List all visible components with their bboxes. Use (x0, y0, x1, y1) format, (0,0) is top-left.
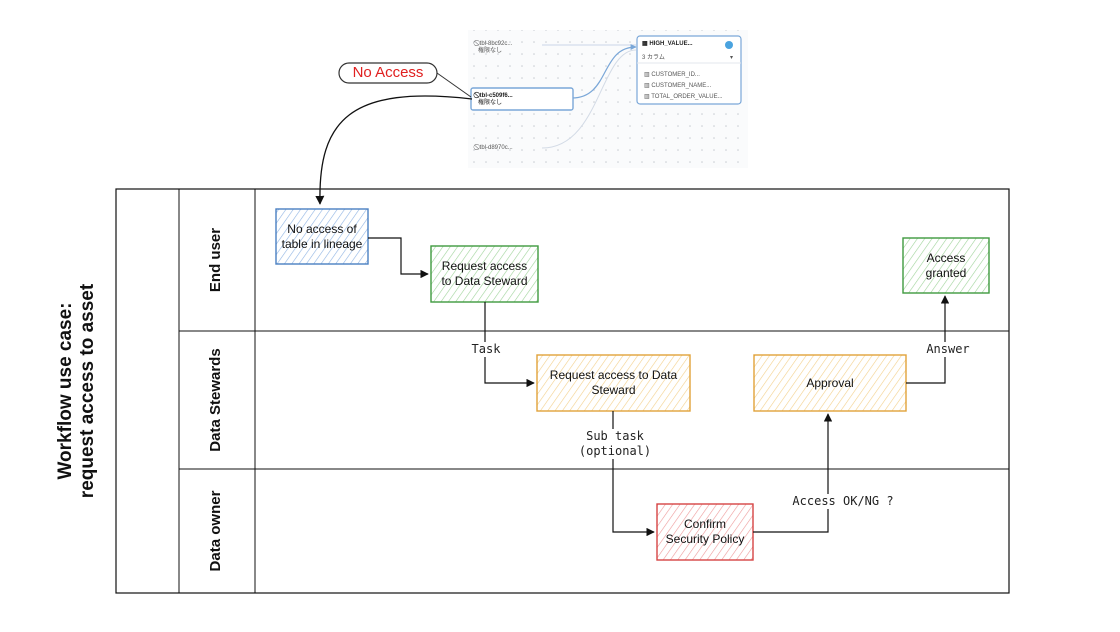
lineage-table-status: 権限なし (478, 48, 503, 54)
column-icon: ▥ (644, 94, 652, 100)
edge-label-access-check: Access OK/NG ? (773, 494, 913, 509)
node-label-confirm-security: Confirm Security Policy (665, 517, 745, 546)
lane-label-end-user: End user (207, 227, 224, 293)
chevron-down-icon[interactable]: ▾ (730, 55, 734, 61)
target-table-column-count: 3 カラム (642, 55, 665, 61)
node-confirm-security[interactable] (656, 503, 754, 561)
lineage-edge-highlight (571, 44, 637, 99)
node-request-end-user[interactable] (430, 245, 539, 303)
table-icon: ▦ (642, 41, 648, 47)
target-table-name: HIGH_VALUE... (649, 41, 693, 47)
lineage-edge (541, 49, 637, 149)
edge-label-answer: Answer (916, 342, 980, 357)
lineage-target-table-card[interactable] (636, 35, 742, 105)
node-label-no-access: No access of table in lineage (281, 221, 363, 251)
lineage-to-workflow-arrow (315, 95, 473, 205)
column-name: TOTAL_ORDER_VALUE... (651, 94, 723, 100)
node-request-steward[interactable] (536, 354, 691, 412)
edge-no-access-to-request (368, 237, 429, 279)
edge-task (484, 302, 535, 388)
node-approval[interactable] (753, 354, 907, 412)
lane-label-data-stewards: Data Stewards (207, 348, 224, 452)
lineage-table-row-1[interactable]: ⃠ tbl-8bc92c... 権限なし (478, 41, 512, 55)
lineage-table-name: tbl-c509f6... (479, 93, 513, 99)
node-label-access-granted: Access granted (925, 250, 967, 280)
column-row: ▥ TOTAL_ORDER_VALUE... (644, 92, 723, 103)
target-table-header: ▦ HIGH_VALUE... (642, 41, 693, 48)
node-access-granted[interactable] (902, 237, 990, 294)
target-table-columns: ▥ CUSTOMER_ID... ▥ CUSTOMER_NAME... ▥ TO… (644, 70, 723, 103)
edge-access-check (753, 413, 833, 533)
edge-answer (906, 295, 950, 384)
callout-connector (436, 72, 472, 98)
column-name: CUSTOMER_NAME... (651, 83, 712, 89)
column-name: CUSTOMER_ID... (651, 72, 700, 78)
node-no-access[interactable] (275, 208, 369, 265)
database-icon (725, 41, 733, 49)
node-label-approval: Approval (806, 375, 854, 390)
lineage-table-row-3[interactable]: ⃠ tbl-d8970c... (478, 145, 513, 152)
pool-title: Workflow use case: request access to ass… (55, 283, 98, 499)
lineage-table-status: 権限なし (478, 100, 503, 106)
lineage-table-name: tbl-8bc92c... (479, 41, 513, 47)
target-table-subtitle: 3 カラム ▾ (642, 55, 733, 62)
no-access-label: No Access (352, 64, 424, 81)
edge-label-task: Task (460, 342, 512, 357)
lineage-table-name: tbl-d8970c... (479, 145, 513, 151)
lane-label-data-owner: Data owner (207, 490, 224, 572)
edge-label-sub-task: Sub task (optional) (567, 429, 663, 459)
column-icon: ▥ (644, 83, 652, 89)
lineage-table-row-2[interactable]: ⃠ tbl-c509f6... 権限なし (478, 93, 513, 107)
lineage-panel (468, 30, 748, 168)
node-label-request-steward: Request access to Data Steward (549, 368, 678, 397)
column-row: ▥ CUSTOMER_ID... (644, 70, 723, 81)
column-icon: ▥ (644, 72, 652, 78)
node-label-request-end-user: Request access to Data Steward (441, 259, 528, 288)
column-row: ▥ CUSTOMER_NAME... (644, 81, 723, 92)
